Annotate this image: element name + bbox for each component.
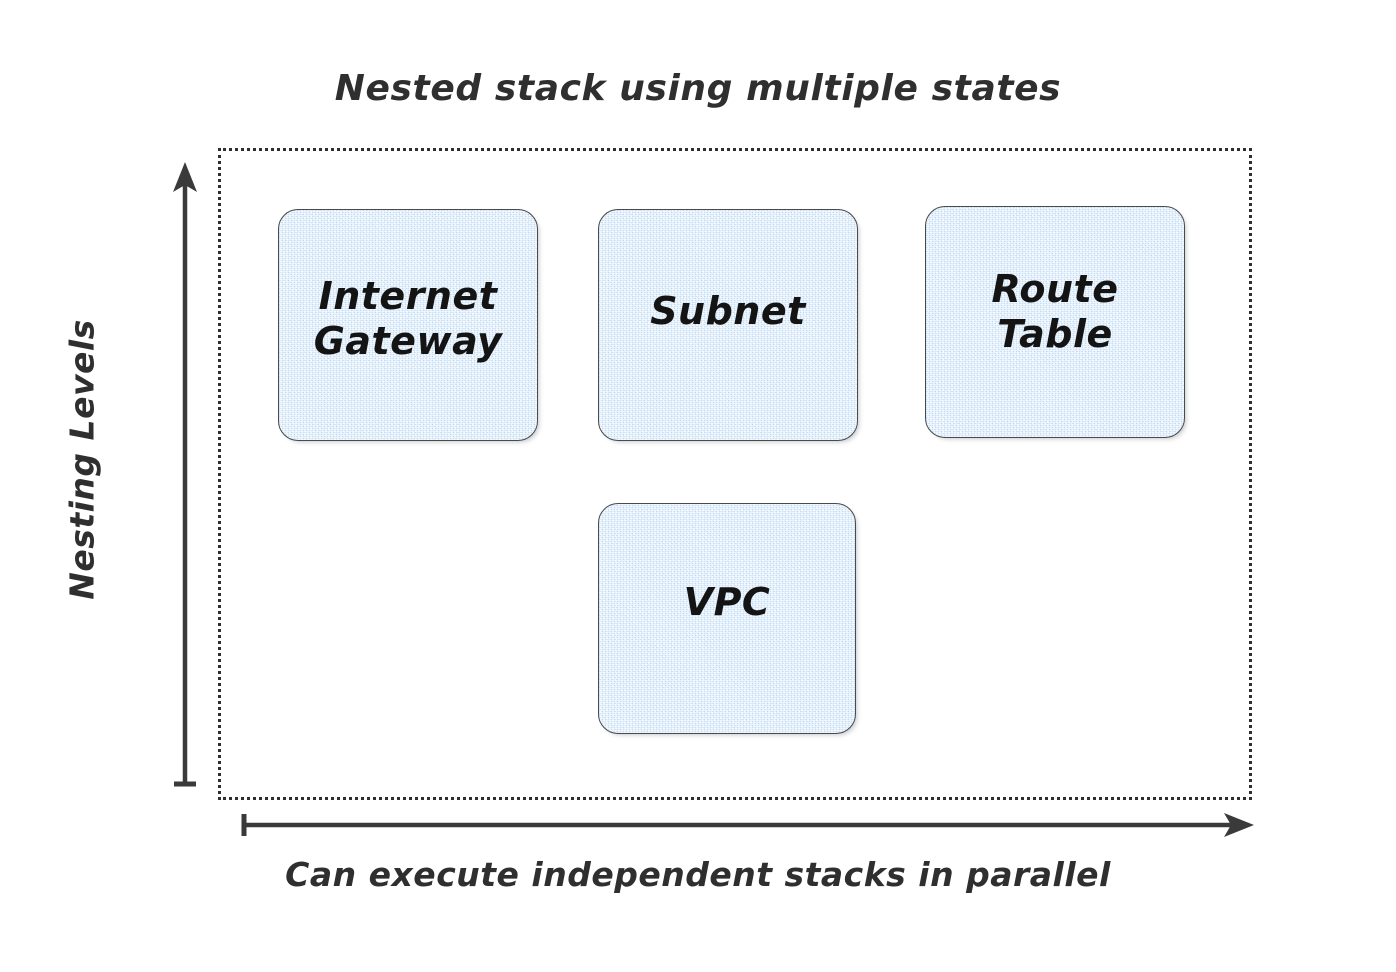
x-axis (238, 812, 1258, 838)
node-vpc[interactable]: VPC (598, 503, 856, 734)
node-label: Subnet (650, 288, 806, 333)
node-label: Internet Gateway (313, 274, 503, 363)
y-axis-arrow-icon (173, 162, 197, 787)
y-axis (172, 158, 198, 790)
node-internet-gateway[interactable]: Internet Gateway (278, 209, 538, 441)
plot-area-frame (218, 148, 1252, 800)
node-subnet[interactable]: Subnet (598, 209, 858, 441)
node-label: Route Table (991, 267, 1119, 356)
diagram-title: Nested stack using multiple states (334, 68, 1062, 109)
y-axis-label: Nesting Levels (62, 319, 102, 600)
x-axis-arrow-icon (241, 813, 1254, 837)
x-axis-label: Can execute independent stacks in parall… (285, 855, 1111, 894)
node-route-table[interactable]: Route Table (925, 206, 1185, 438)
node-label: VPC (683, 580, 771, 625)
